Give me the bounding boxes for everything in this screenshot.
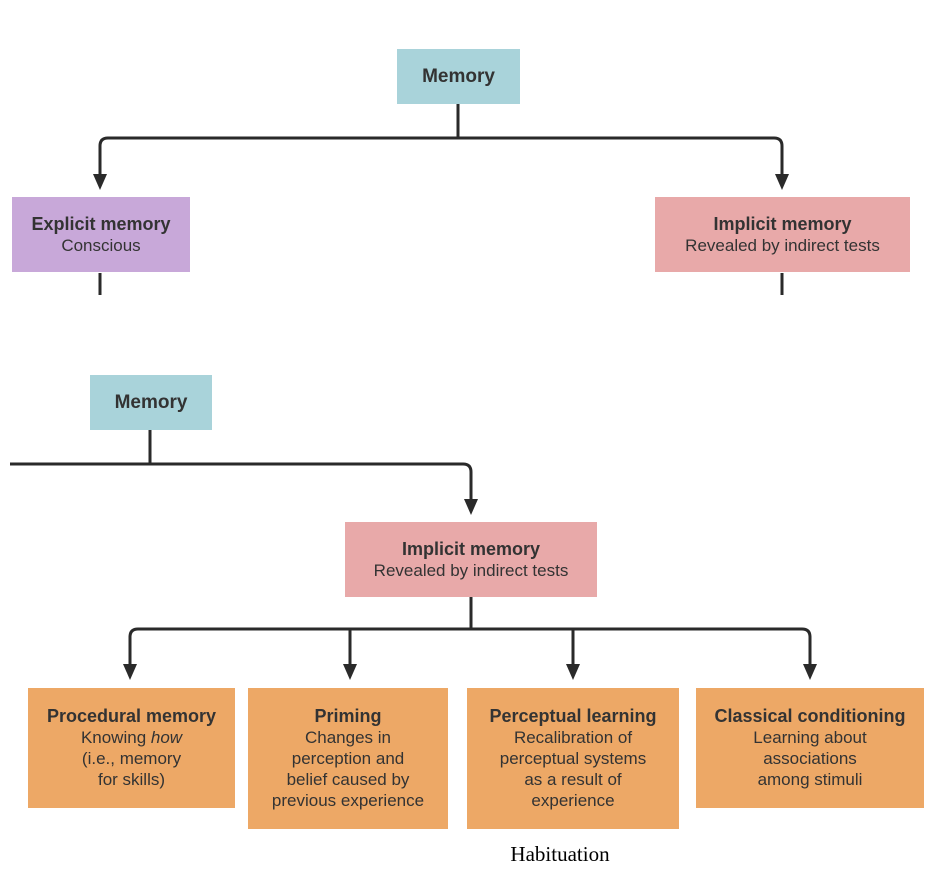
procedural-memory-line-3: for skills): [97, 770, 166, 789]
priming-line-1: Changes in: [304, 728, 391, 747]
arrowhead-implicit2: [464, 499, 478, 515]
implicit-memory-node-top: Implicit memory Revealed by indirect tes…: [655, 197, 910, 272]
procedural-memory-node: Procedural memory Knowing how (i.e., mem…: [28, 688, 235, 808]
priming-title: Priming: [314, 706, 382, 726]
priming-line-2: perception and: [291, 749, 405, 768]
explicit-memory-subtitle: Conscious: [61, 235, 141, 255]
explicit-memory-node: Explicit memory Conscious: [12, 197, 190, 272]
connector-memory2-branch: [10, 462, 473, 500]
priming-node: Priming Changes in perception and belief…: [248, 688, 448, 829]
classical-conditioning-line-3: among stimuli: [757, 770, 863, 789]
procedural-memory-line-1-italic: how: [150, 728, 183, 747]
arrowhead-explicit: [93, 174, 107, 190]
habituation-caption: Habituation: [510, 842, 610, 866]
perceptual-learning-line-4: experience: [531, 791, 615, 810]
classical-conditioning-node: Classical conditioning Learning about as…: [696, 688, 924, 808]
perceptual-learning-node: Perceptual learning Recalibration of per…: [467, 688, 679, 829]
explicit-memory-title: Explicit memory: [31, 213, 171, 234]
memory-node-top: Memory: [397, 49, 520, 104]
classical-conditioning-title: Classical conditioning: [714, 706, 906, 726]
connector-subtypes-branch: [128, 627, 812, 665]
arrowhead-classical: [803, 664, 817, 680]
implicit-memory-top-subtitle: Revealed by indirect tests: [685, 235, 880, 255]
implicit-memory-top-title: Implicit memory: [713, 213, 852, 234]
arrowhead-implicit: [775, 174, 789, 190]
perceptual-learning-title: Perceptual learning: [489, 706, 657, 726]
memory-node-bottom: Memory: [90, 375, 212, 430]
procedural-memory-title: Procedural memory: [46, 706, 217, 726]
memory-node-top-title: Memory: [422, 66, 495, 87]
implicit-memory-node-bottom: Implicit memory Revealed by indirect tes…: [345, 522, 597, 597]
implicit-memory-bottom-title: Implicit memory: [401, 538, 541, 559]
classical-conditioning-line-2: associations: [763, 749, 857, 768]
procedural-memory-line-1: Knowing how: [81, 727, 182, 748]
perceptual-learning-line-1: Recalibration of: [513, 728, 633, 747]
perceptual-learning-line-3: as a result of: [524, 770, 622, 789]
priming-line-4: previous experience: [271, 791, 425, 810]
connector-memory-branch: [98, 136, 784, 175]
perceptual-learning-line-2: perceptual systems: [499, 749, 647, 768]
priming-line-3: belief caused by: [286, 770, 410, 789]
procedural-memory-line-2: (i.e., memory: [81, 749, 182, 768]
procedural-memory-line-1-prefix: Knowing: [80, 728, 151, 747]
memory-node-bottom-title: Memory: [114, 392, 188, 413]
classical-conditioning-line-1: Learning about: [753, 728, 867, 747]
arrowhead-perceptual: [566, 664, 580, 680]
arrowhead-procedural: [123, 664, 137, 680]
implicit-memory-bottom-subtitle: Revealed by indirect tests: [373, 560, 569, 580]
arrowhead-priming: [343, 664, 357, 680]
